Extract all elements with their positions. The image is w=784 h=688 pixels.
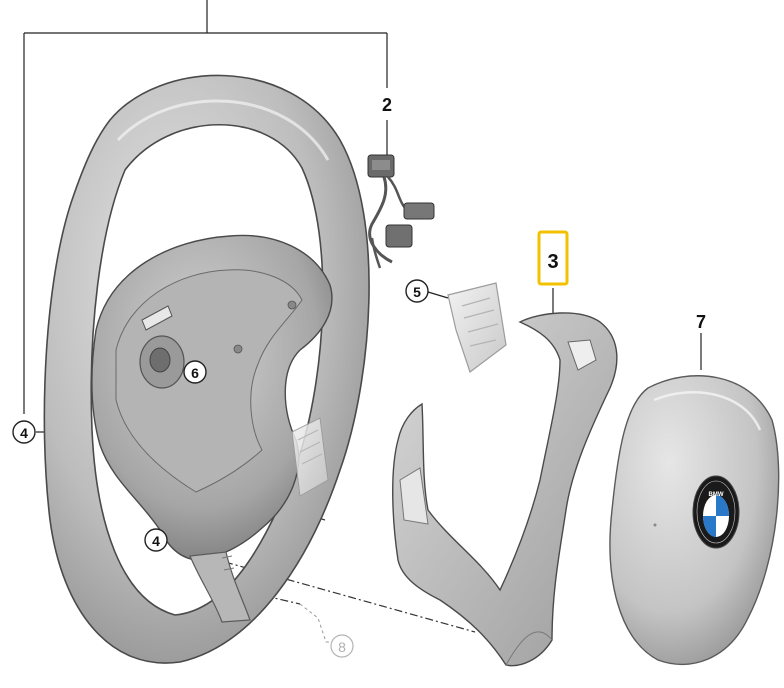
callout-3-label: 3: [547, 251, 558, 273]
callout-2-label: 2: [382, 95, 392, 115]
callout-4-inner: 4: [144, 528, 168, 552]
steering-wheel-part-4: [43, 74, 370, 664]
airbag-module-part-7: BMW: [609, 375, 780, 666]
callout-4-outer: 4: [12, 420, 36, 444]
callout-7: 7: [696, 312, 706, 332]
callout-4-inner-label: 4: [152, 533, 160, 549]
bmw-roundel-icon: BMW: [692, 475, 740, 549]
callout-8-label: 8: [338, 639, 346, 655]
callout-3: 3: [537, 230, 569, 286]
callout-4-outer-label: 4: [20, 425, 28, 441]
callout-3-highlight-box: [537, 230, 569, 286]
callout-5: 5: [405, 279, 429, 303]
callout-8: 8: [330, 634, 354, 658]
wiring-harness-part-2: [367, 154, 435, 269]
callout-6-label: 6: [191, 365, 199, 381]
switch-part-5: [447, 282, 507, 373]
callout-7-label: 7: [696, 312, 706, 332]
callout-5-label: 5: [413, 284, 421, 300]
trim-cover-part-3: [392, 312, 618, 667]
callout-2: 2: [382, 95, 392, 115]
callout-6: 6: [183, 360, 207, 384]
bmw-logo-text: BMW: [709, 492, 724, 498]
